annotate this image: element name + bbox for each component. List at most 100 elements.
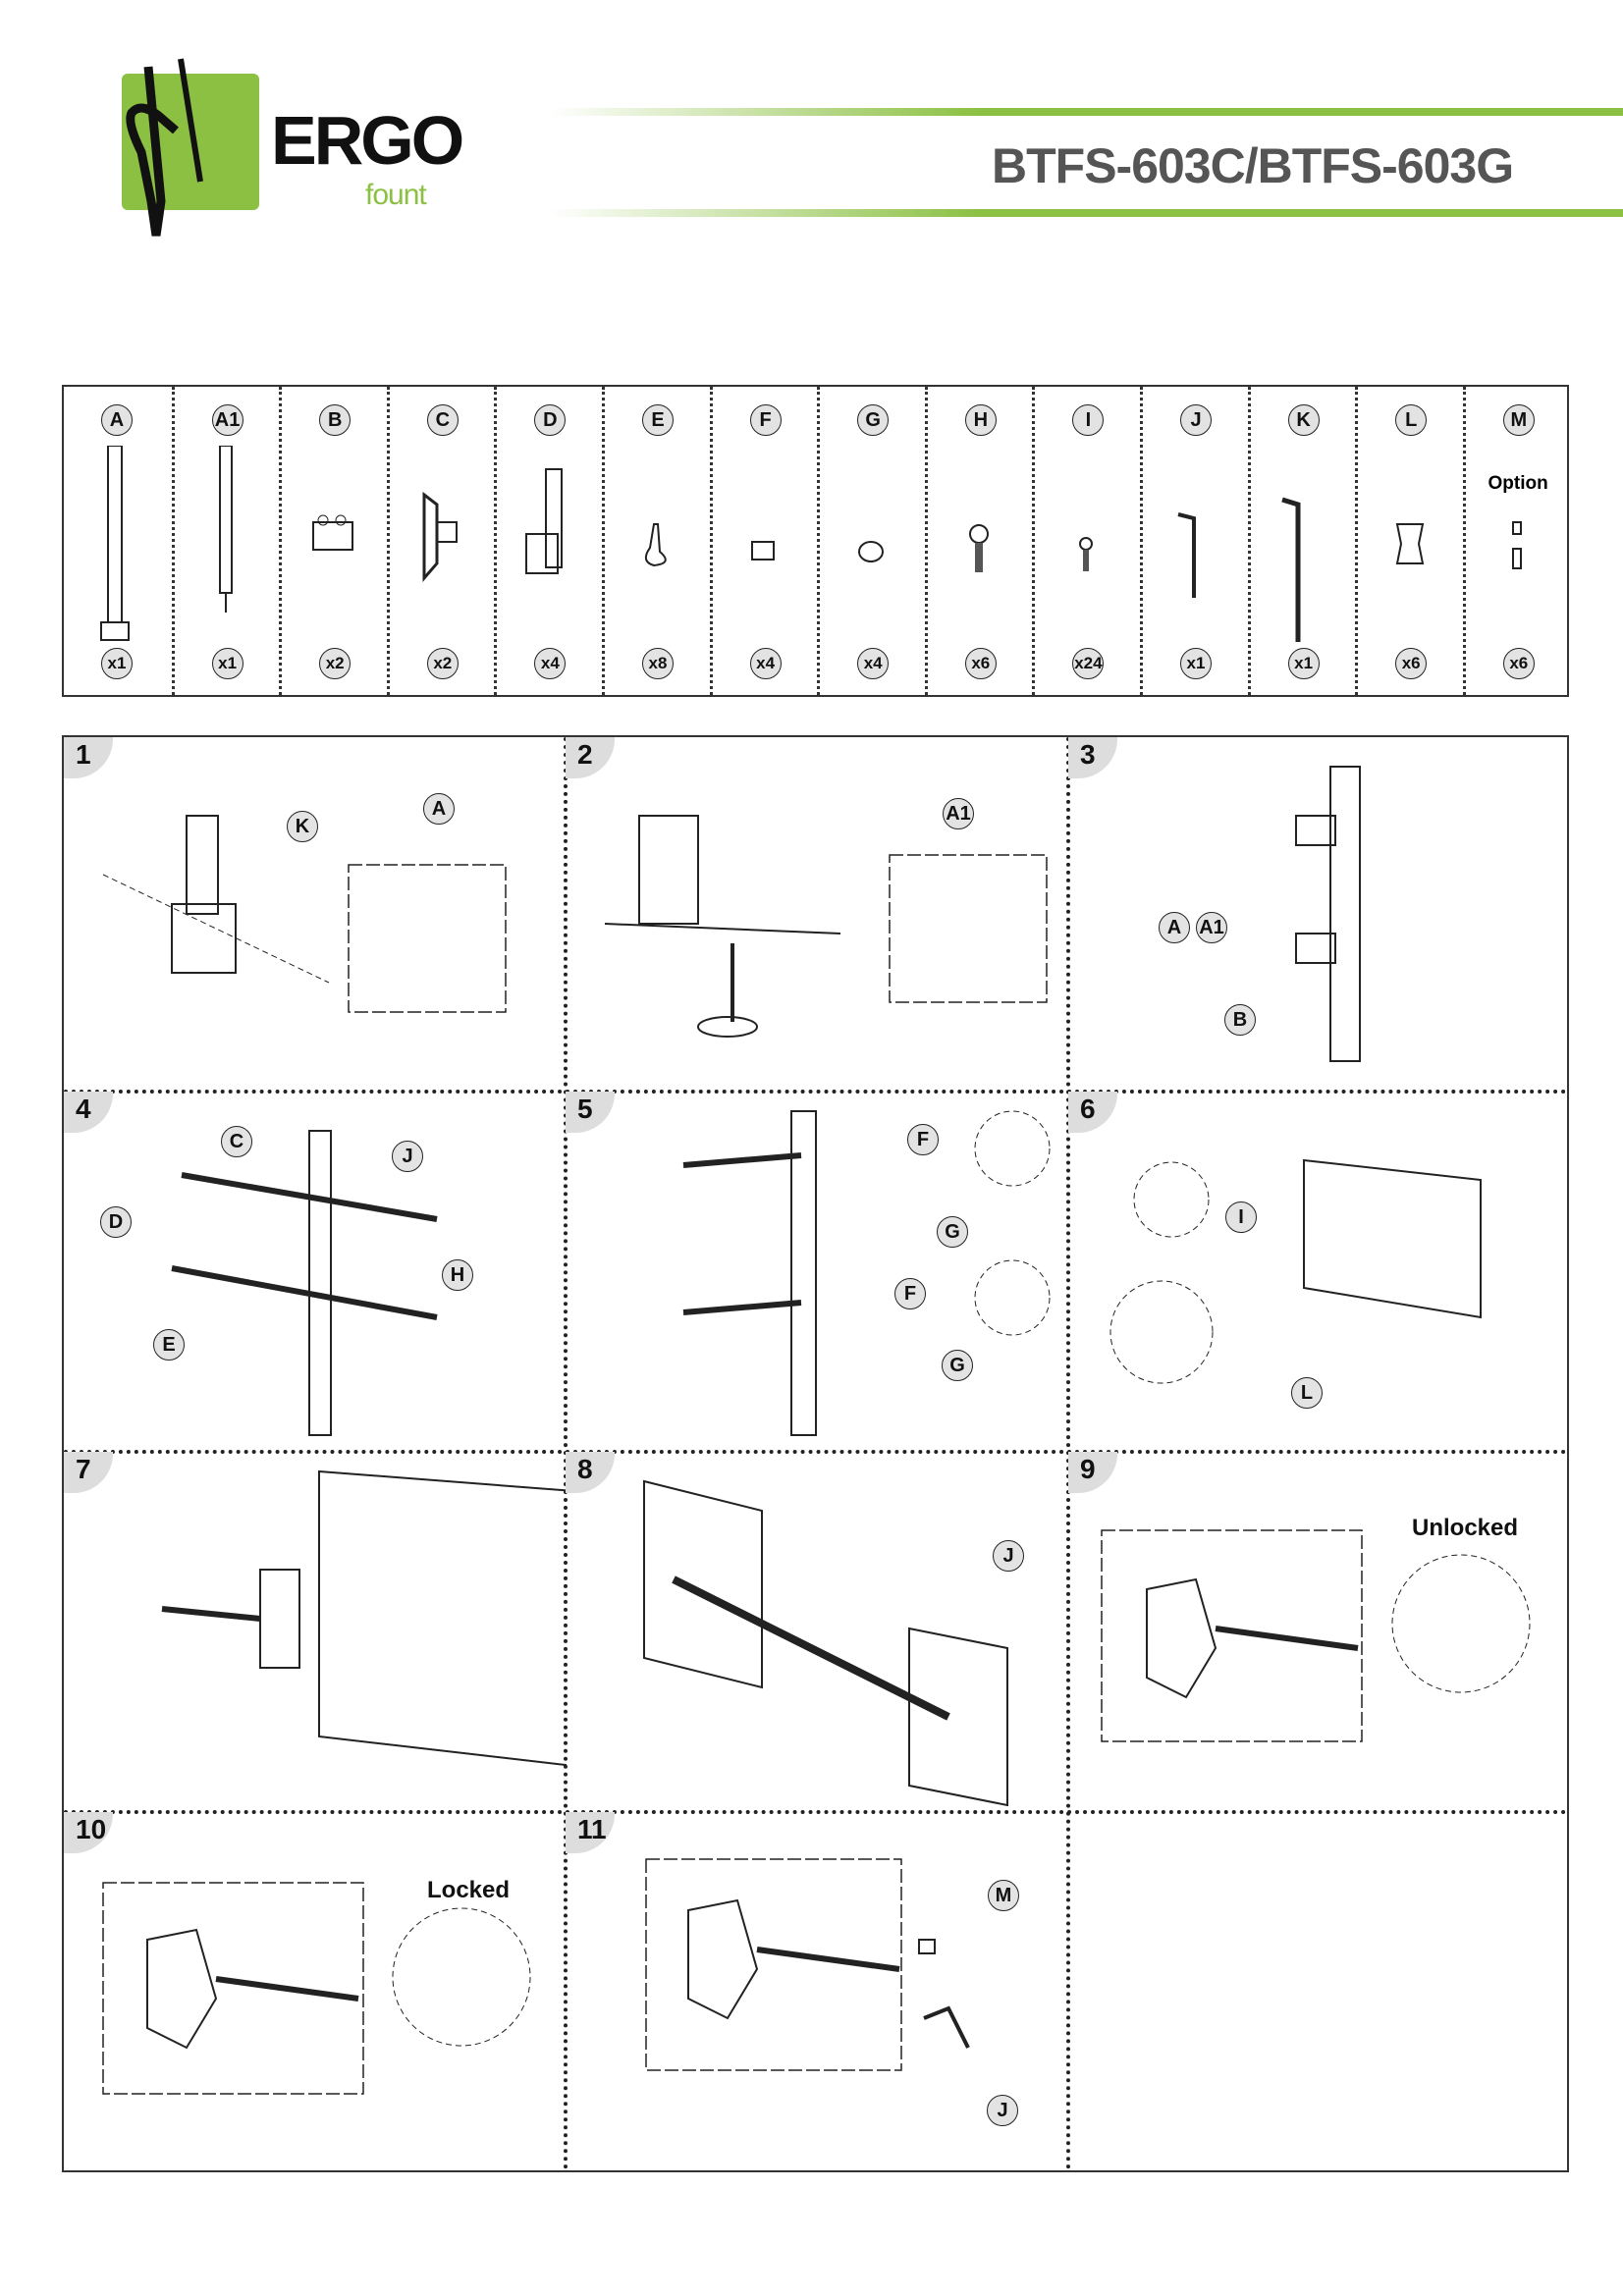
part-note: Option	[1488, 473, 1548, 494]
part-illustration	[312, 514, 354, 551]
row-divider	[64, 1450, 1567, 1454]
part-quantity: x2	[426, 648, 459, 679]
part-illustration	[1511, 521, 1522, 569]
part-illustration	[1395, 523, 1425, 564]
callout-j: J	[987, 2095, 1018, 2126]
step-illustration	[1101, 1529, 1531, 1742]
callout-f: F	[894, 1278, 926, 1309]
header-bar-bottom	[550, 209, 1623, 217]
part-quantity: x1	[1287, 648, 1320, 679]
part-label: I	[1072, 404, 1105, 436]
part-quantity: x6	[1502, 648, 1535, 679]
part-label: H	[964, 404, 997, 436]
part-illustration	[525, 468, 564, 574]
part-label: M	[1502, 404, 1535, 436]
callout-m: M	[988, 1880, 1019, 1911]
callout-d: D	[100, 1206, 132, 1238]
part-label: J	[1180, 404, 1212, 436]
part-illustration	[750, 541, 775, 561]
callout-b: B	[1224, 1004, 1256, 1036]
callout-g: G	[942, 1350, 973, 1381]
part-illustration	[1280, 497, 1301, 642]
part-illustration	[644, 523, 667, 567]
callout-i: I	[1225, 1201, 1257, 1233]
logo-subtext: fount	[365, 179, 427, 211]
step-7: 7	[64, 1452, 567, 1806]
step-illustration	[643, 1479, 1008, 1806]
step-number: 7	[64, 1452, 113, 1493]
part-label: L	[1395, 404, 1428, 436]
step-illustration	[102, 815, 507, 1013]
callout-g: G	[937, 1216, 968, 1248]
part-quantity: x1	[101, 648, 133, 679]
part-label: B	[319, 404, 352, 436]
callout-a: A	[1159, 912, 1190, 943]
state-label: Locked	[427, 1877, 511, 1903]
callout-a1: A1	[943, 798, 974, 829]
part-quantity: x1	[211, 648, 243, 679]
part-quantity: x4	[749, 648, 782, 679]
step-illustration	[645, 1858, 970, 2071]
logo-mark	[122, 58, 259, 237]
part-quantity: x2	[319, 648, 352, 679]
step-illustration	[1109, 1158, 1482, 1384]
callout-a1: A1	[1196, 912, 1227, 943]
callout-c: C	[221, 1126, 252, 1157]
callout-k: K	[287, 811, 318, 842]
callout-e: E	[153, 1329, 185, 1361]
step-illustration	[682, 1110, 1051, 1436]
part-illustration	[422, 491, 458, 583]
part-quantity: x8	[642, 648, 674, 679]
part-label: F	[749, 404, 782, 436]
part-m: M Option x6	[1462, 387, 1571, 695]
callout-l: L	[1291, 1377, 1323, 1409]
callout-f: F	[907, 1124, 939, 1155]
step-illustration	[171, 1130, 438, 1436]
part-illustration	[1177, 512, 1196, 598]
callout-a: A	[423, 793, 455, 825]
part-quantity: x4	[857, 648, 890, 679]
part-label: K	[1287, 404, 1320, 436]
part-label: G	[857, 404, 890, 436]
part-label: D	[534, 404, 567, 436]
part-label: C	[426, 404, 459, 436]
callout-j: J	[392, 1141, 423, 1172]
step-number: 11	[566, 1812, 615, 1853]
state-label: Unlocked	[1412, 1515, 1519, 1541]
step-illustration	[1295, 766, 1361, 1062]
part-label: E	[642, 404, 674, 436]
step-illustration	[102, 1882, 531, 2095]
part-label: A	[101, 404, 133, 436]
step-number: 4	[64, 1092, 113, 1133]
step-number: 1	[64, 737, 113, 778]
step-number: 8	[566, 1452, 615, 1493]
callout-j: J	[993, 1540, 1024, 1572]
logo-text: ERGO	[271, 102, 464, 179]
callout-h: H	[442, 1259, 473, 1291]
part-illustration	[968, 524, 989, 572]
part-illustration	[218, 446, 233, 613]
part-quantity: x1	[1180, 648, 1212, 679]
part-illustration	[100, 446, 130, 641]
